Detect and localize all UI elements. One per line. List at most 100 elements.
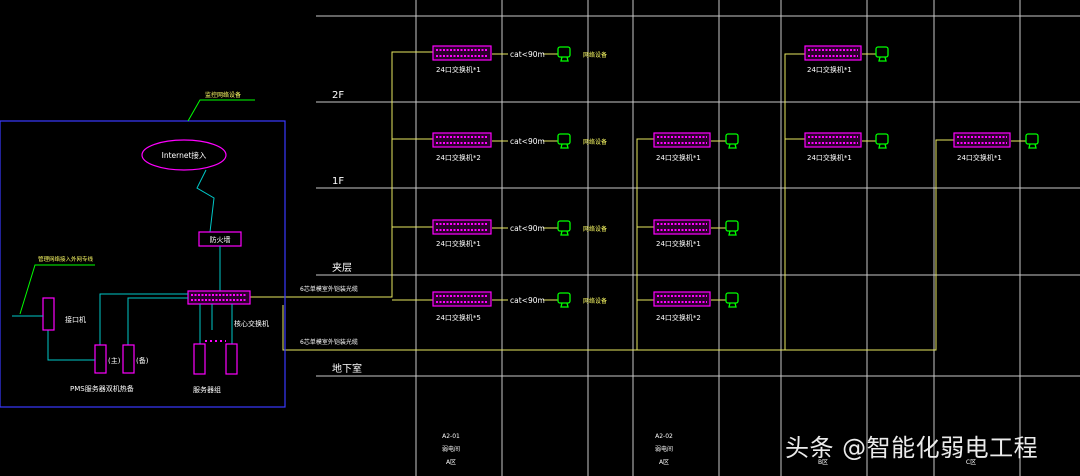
backbone-cables	[250, 51, 1026, 351]
monitor-icon	[875, 46, 889, 62]
switch-d-1f: 24口交换机*1	[953, 132, 1011, 162]
cable-length-label: cat<90m	[510, 50, 545, 59]
switch-icon	[432, 291, 492, 307]
firewall-label: 防火墙	[210, 235, 231, 244]
monitor-icon	[557, 292, 571, 308]
monitor-icon	[557, 220, 571, 236]
pms-cluster-label: PMS服务器双机热备	[70, 384, 134, 393]
fiber-route-c	[784, 53, 805, 350]
switch-a-mezzanine: 24口交换机*1	[432, 219, 492, 248]
cable-labels: cat<90m cat<90m cat<90m cat<90m	[510, 50, 545, 305]
switch-b-basement: 24口交换机*2	[653, 291, 711, 322]
core-frame	[0, 120, 286, 408]
terminal-label: 网络设备	[583, 297, 607, 305]
switch-a-basement: 24口交换机*5	[432, 291, 492, 322]
floor-label-1f: 1F	[332, 176, 344, 187]
monitor-icon	[875, 133, 889, 149]
fiber-route-a	[250, 51, 433, 298]
switch-label: 24口交换机*1	[656, 239, 701, 248]
switch-label: 24口交换机*1	[957, 153, 1002, 162]
cabinet-labels: A2-01 弱电间 A区 A2-02 弱电间 A区 B区 C区	[442, 433, 976, 466]
switch-a-2f: 24口交换机*1	[432, 45, 492, 74]
internet-uplink	[196, 169, 215, 233]
switch-b-1f: 24口交换机*1	[653, 132, 711, 162]
floor-label-2f: 2F	[332, 90, 344, 101]
switch-icon	[953, 132, 1011, 148]
switch-b-mezzanine: 24口交换机*1	[653, 219, 711, 248]
terminal-labels: 网络设备 网络设备 网络设备 网络设备	[583, 51, 607, 305]
terminal-label: 网络设备	[583, 51, 607, 59]
cabinet-column: A区	[659, 459, 669, 466]
switch-label: 24口交换机*1	[807, 153, 852, 162]
internet-cloud	[141, 139, 227, 171]
monitor-icon	[725, 133, 739, 149]
core-switch-box	[187, 290, 251, 305]
external-note: 管理网络接入外网专线	[38, 255, 94, 263]
switch-icon	[432, 132, 492, 148]
cabinet-column: B区	[818, 459, 828, 466]
pms-server-backup	[122, 344, 135, 374]
switch-icon	[432, 219, 492, 235]
switch-a-1f: 24口交换机*2	[432, 132, 492, 162]
terminal-label: 网络设备	[583, 138, 607, 146]
switch-label: 24口交换机*1	[436, 239, 481, 248]
fiber-labels: 6芯单模室外铠装光缆 6芯单模室外铠装光缆	[300, 285, 358, 346]
switch-label: 24口交换机*5	[436, 313, 481, 322]
switch-label: 24口交换机*2	[656, 313, 701, 322]
monitor-icon	[1025, 133, 1039, 149]
switch-label: 24口交换机*1	[436, 65, 481, 74]
gateway-box	[42, 297, 55, 331]
switch-icon	[432, 45, 492, 61]
switch-label: 24口交换机*2	[436, 153, 481, 162]
terminal-label: 网络设备	[583, 225, 607, 233]
core-switch-drops	[199, 304, 233, 344]
core-network-room: 监控网络设备 Internet接入 防火墙 核心交换机 服务器组 (主) (备)…	[0, 91, 286, 408]
pms-links	[99, 293, 188, 345]
fiber-label: 6芯单模室外铠装光缆	[300, 285, 358, 293]
pms-server-main	[94, 344, 107, 374]
watermark: 头条 @智能化弱电工程	[785, 434, 1039, 462]
switch-label: 24口交换机*1	[807, 65, 852, 74]
floor-label-basement: 地下室	[332, 362, 362, 375]
pms-main-label: (主)	[108, 356, 121, 365]
external-leader	[19, 264, 95, 315]
internet-note: 监控网络设备	[205, 91, 241, 99]
internet-leader	[187, 99, 255, 122]
internet-label: Internet接入	[162, 150, 207, 160]
monitor-icon	[725, 292, 739, 308]
cabinet-code: A2-01	[442, 433, 460, 440]
server-group-label: 服务器组	[193, 385, 221, 394]
cable-length-label: cat<90m	[510, 137, 545, 146]
cable-length-label: cat<90m	[510, 296, 545, 305]
switch-c-2f: 24口交换机*1	[804, 45, 862, 74]
server-unit	[193, 343, 206, 375]
switch-icon	[653, 219, 711, 235]
cabinet-name: 弱电间	[655, 445, 673, 453]
pms-backup-label: (备)	[136, 356, 149, 365]
fiber-route-b-branch	[636, 138, 655, 350]
floor-labels: 2F 1F 夹层 地下室	[332, 90, 362, 375]
switch-icon	[653, 291, 711, 307]
monitor-icon	[725, 220, 739, 236]
server-unit	[225, 343, 238, 375]
fiber-label: 6芯单模室外铠装光缆	[300, 338, 358, 346]
switch-label: 24口交换机*1	[656, 153, 701, 162]
gateway-link	[47, 330, 95, 361]
switch-c-1f: 24口交换机*1	[804, 132, 862, 162]
floor-label-mezzanine: 夹层	[332, 261, 352, 274]
cabinet-code: A2-02	[655, 433, 673, 440]
floor-grid	[316, 0, 1080, 476]
fiber-route-b	[282, 139, 955, 351]
switch-icon	[653, 132, 711, 148]
monitor-icon	[557, 133, 571, 149]
cabinet-name: 弱电间	[442, 445, 460, 453]
cabinet-column: A区	[446, 459, 456, 466]
core-switch-label: 核心交换机	[234, 319, 269, 328]
switch-icon	[804, 45, 862, 61]
cabinet-column: C区	[966, 459, 976, 466]
gateway-label: 接口机	[65, 315, 86, 324]
switch-icon	[804, 132, 862, 148]
terminal-monitors	[557, 46, 1039, 308]
cable-length-label: cat<90m	[510, 224, 545, 233]
